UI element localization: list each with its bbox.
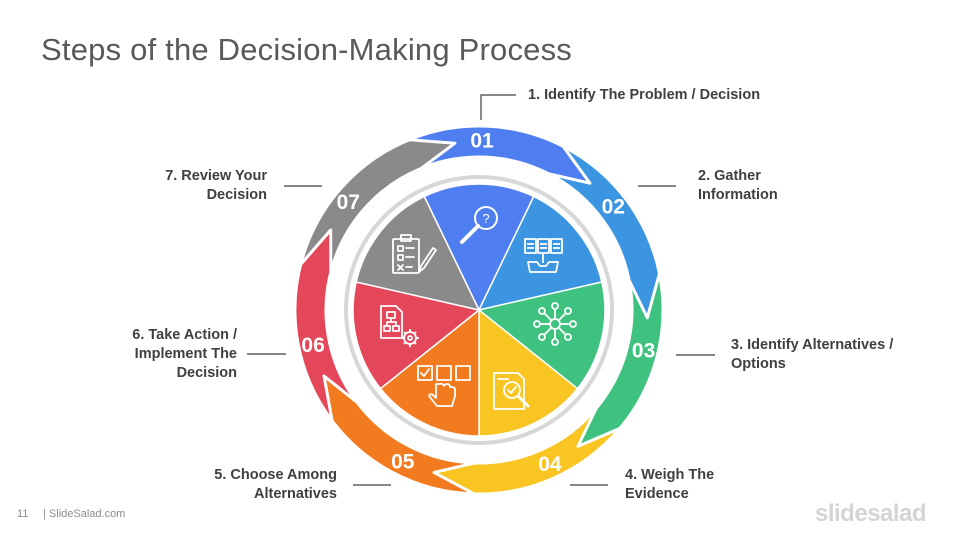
step-4-label: 4. Weigh The Evidence [625, 466, 714, 504]
arrow-ring [293, 124, 665, 496]
step-number-5: 05 [391, 450, 415, 473]
brand-logo: slidesalad [815, 500, 927, 527]
step-2-label-line: 2. Gather [698, 168, 761, 184]
step-6-label-line: Decision [176, 365, 237, 381]
leader-line-1 [480, 94, 516, 120]
step-1-label: 1. Identify The Problem / Decision [528, 86, 760, 105]
step-arrow-7 [299, 138, 457, 274]
step-7-label: 7. Review Your Decision [117, 167, 267, 205]
magnifier-question-icon: ? [460, 206, 498, 244]
pie-slice-5 [379, 308, 480, 437]
step-3-label: 3. Identify Alternatives / Options [731, 336, 893, 374]
step-7-label-line: 7. Review Your [165, 168, 267, 184]
step-number-4: 04 [538, 453, 562, 476]
pie-slice-1 [423, 183, 535, 312]
step-4-label-line: 4. Weigh The [625, 467, 715, 483]
step-number-1: 01 [470, 130, 494, 153]
step-7-label-line: Decision [206, 187, 267, 203]
source-credit: | SlideSalad.com [43, 508, 126, 520]
step-number-6: 06 [301, 334, 324, 357]
flowchart-gear-icon [380, 305, 419, 347]
step-6-label-line: Implement The [134, 346, 237, 362]
pie-slice-4 [478, 308, 579, 437]
pie-slice-3 [477, 281, 606, 390]
step-number-2: 02 [602, 196, 625, 219]
step-numbers: 01 02 03 04 05 06 07 [301, 130, 655, 477]
step-4-label-line: Evidence [625, 486, 689, 502]
clipboard-checklist-icon [392, 234, 437, 274]
network-nodes-icon [533, 302, 577, 346]
step-2-label-line: Information [698, 187, 778, 203]
pie-slice-7 [355, 195, 481, 312]
step-5-label-line: Alternatives [253, 486, 337, 502]
svg-text:?: ? [482, 211, 489, 226]
step-5-label: 5. Choose Among Alternatives [187, 466, 337, 504]
step-5-label-line: 5. Choose Among [214, 467, 337, 483]
step-1-label-line: 1. Identify The Problem / Decision [528, 87, 761, 103]
step-6-label-line: 6. Take Action / [132, 327, 237, 343]
step-3-label-line: 3. Identify Alternatives / [731, 337, 894, 353]
inner-ring [344, 175, 614, 445]
inspect-document-icon [493, 372, 530, 410]
pie-slices [352, 183, 606, 437]
step-6-label: 6. Take Action / Implement The Decision [87, 326, 237, 383]
slide-title: Steps of the Decision-Making Process [41, 32, 572, 67]
step-number-7: 07 [337, 191, 360, 214]
hand-select-checkbox-icon [417, 365, 471, 407]
step-number-3: 03 [632, 340, 655, 363]
leader-lines [247, 94, 715, 486]
step-2-label: 2. Gather Information [698, 167, 778, 205]
page-number: 11 [17, 508, 29, 520]
step-3-label-line: Options [731, 356, 786, 372]
documents-inbox-icon [524, 238, 563, 273]
